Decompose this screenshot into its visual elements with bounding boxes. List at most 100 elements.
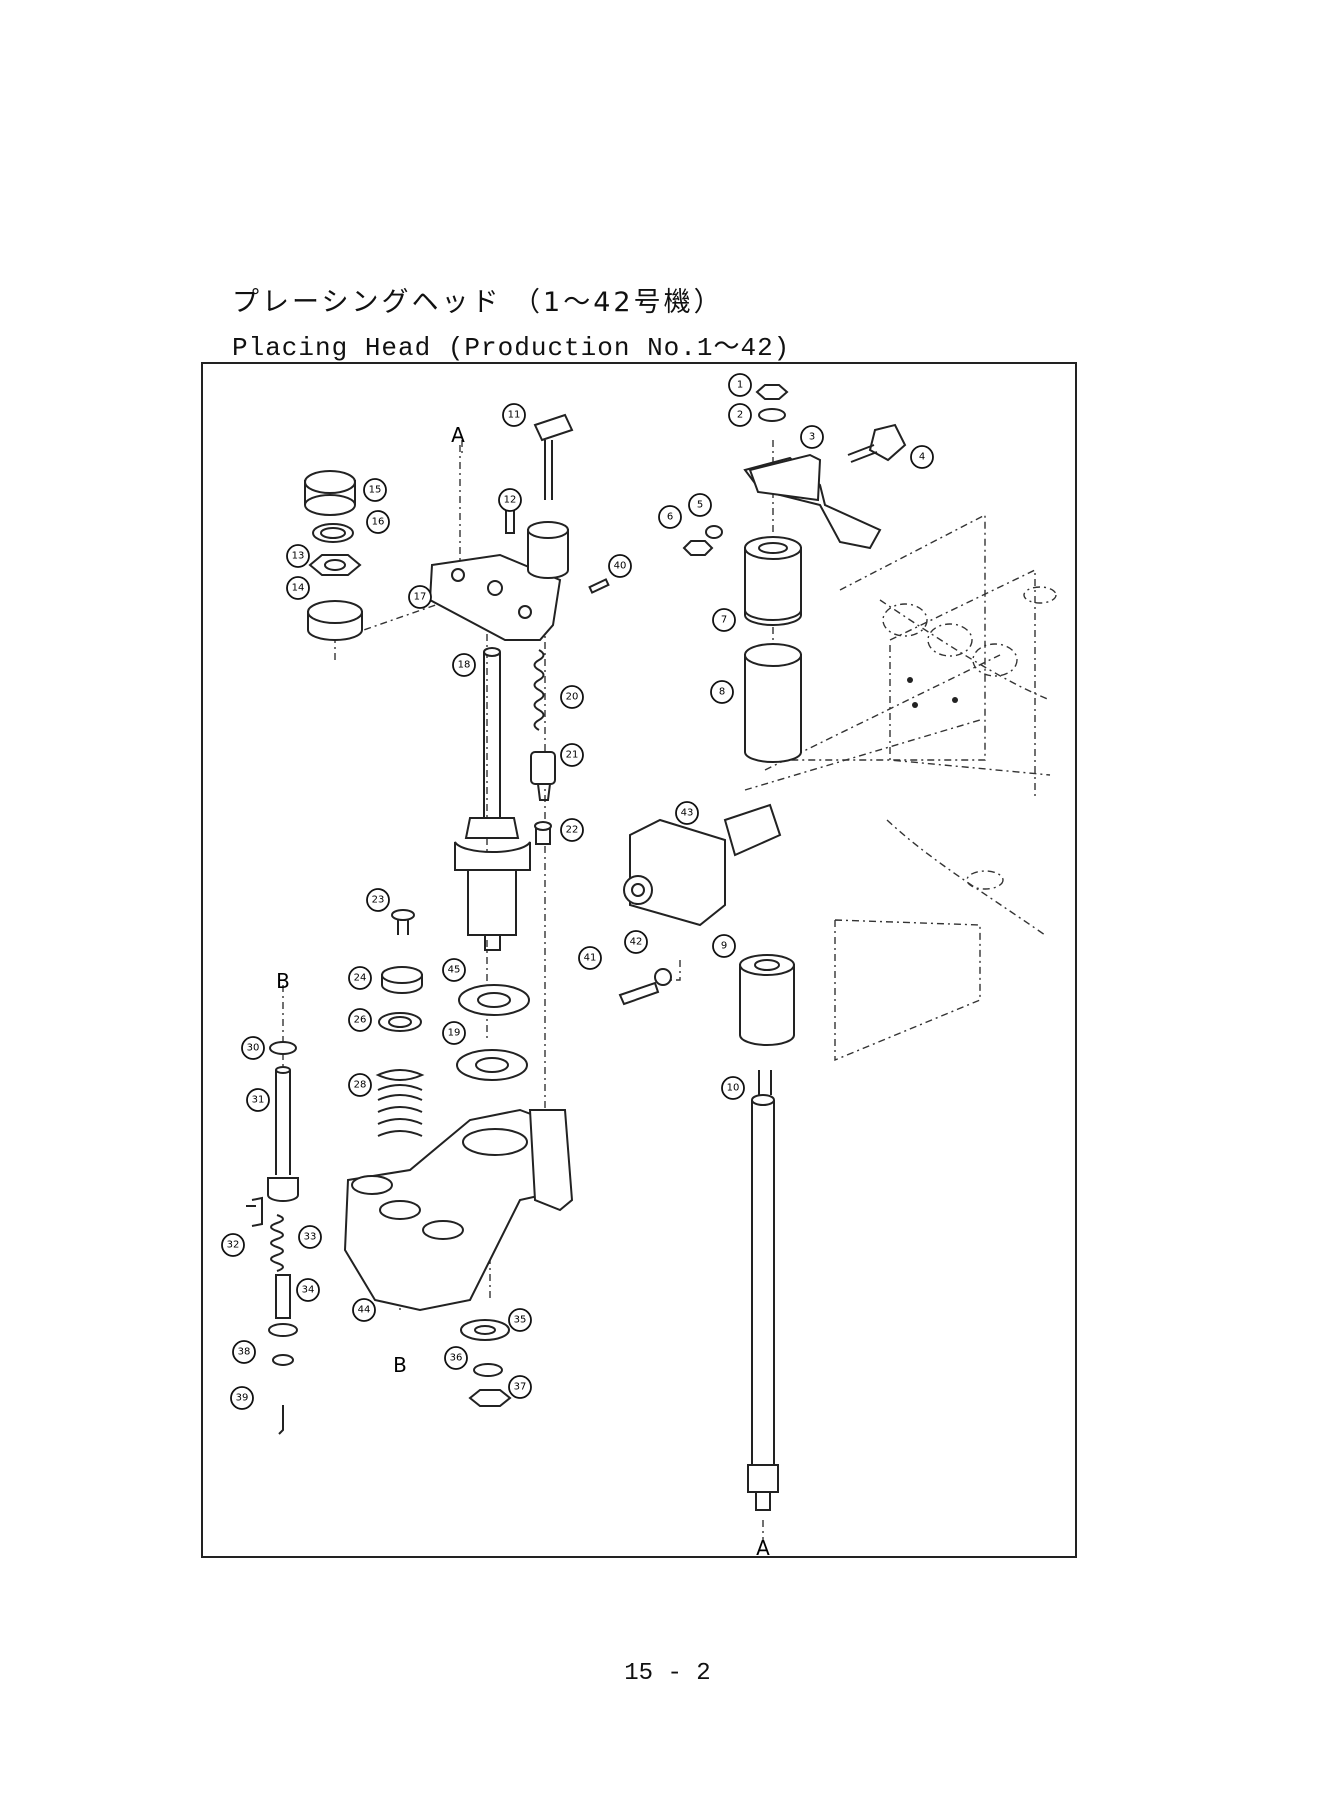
- callout-number: 4: [919, 452, 925, 463]
- part-sleeve-14: [308, 601, 362, 640]
- part-screw-41: [620, 983, 658, 1004]
- part-bolt-4: [848, 425, 905, 462]
- part-pin-21: [531, 752, 555, 800]
- callout-number: 21: [566, 750, 579, 761]
- callout-37: 37: [509, 1376, 531, 1398]
- callout-23: 23: [367, 889, 389, 911]
- callout-number: 45: [448, 965, 461, 976]
- part-nut-6: [684, 541, 712, 555]
- reference-mark-b-bottom: B: [393, 1353, 407, 1377]
- part-cylinder-16: [528, 522, 568, 578]
- callout-number: 34: [302, 1285, 315, 1296]
- callout-number: 23: [372, 895, 385, 906]
- callout-44: 44: [353, 1299, 375, 1321]
- callout-number: 6: [667, 512, 673, 523]
- part-nut-37: [470, 1390, 510, 1406]
- callout-21: 21: [561, 744, 583, 766]
- callout-number: 37: [514, 1382, 527, 1393]
- callout-number: 5: [697, 500, 703, 511]
- callout-17: 17: [409, 586, 431, 608]
- part-arm-43: [624, 805, 780, 925]
- part-head-body-44: [345, 1110, 572, 1310]
- callout-8: 8: [711, 681, 733, 703]
- callout-38: 38: [233, 1341, 255, 1363]
- part-washer-38: [273, 1355, 293, 1365]
- callout-35: 35: [509, 1309, 531, 1331]
- part-ring-45: [459, 985, 529, 1015]
- part-bushing-7: [745, 537, 801, 625]
- callout-number: 18: [458, 660, 471, 671]
- callout-number: 36: [450, 1353, 463, 1364]
- callout-39: 39: [231, 1387, 253, 1409]
- reference-mark-b-top: B: [276, 969, 290, 993]
- part-sleeve-8: [745, 644, 801, 762]
- part-washer-5: [706, 526, 722, 538]
- callout-12: 12: [499, 489, 521, 511]
- part-pin-39: [279, 1405, 283, 1434]
- part-spring-28: [378, 1070, 422, 1136]
- part-clip-32: [246, 1198, 262, 1226]
- callout-5: 5: [689, 494, 711, 516]
- callout-number: 22: [566, 825, 579, 836]
- callout-number: 35: [514, 1315, 527, 1326]
- callout-41: 41: [579, 947, 601, 969]
- callout-3: 3: [801, 426, 823, 448]
- callout-34: 34: [297, 1279, 319, 1301]
- callout-11: 11: [503, 404, 525, 426]
- callout-19: 19: [443, 1022, 465, 1044]
- part-washer-30: [270, 1042, 296, 1054]
- callout-number: 10: [727, 1083, 740, 1094]
- callout-number: 43: [681, 808, 694, 819]
- part-spring-20: [535, 650, 544, 730]
- callout-43: 43: [676, 802, 698, 824]
- part-pin-11: [535, 415, 572, 500]
- callout-45: 45: [443, 959, 465, 981]
- callout-number: 40: [614, 561, 627, 572]
- callout-number: 42: [630, 937, 643, 948]
- part-shaft-18: [455, 648, 530, 950]
- callout-31: 31: [247, 1089, 269, 1111]
- callout-number: 9: [721, 941, 727, 952]
- callout-number: 13: [292, 551, 305, 562]
- callout-number: 32: [227, 1240, 240, 1251]
- callout-36: 36: [445, 1347, 467, 1369]
- part-bearing-26: [379, 1013, 421, 1031]
- callout-number: 1: [737, 380, 743, 391]
- part-screw-23: [392, 910, 414, 935]
- callout-number: 39: [236, 1393, 249, 1404]
- callout-18: 18: [453, 654, 475, 676]
- part-nut-1: [757, 385, 787, 399]
- callout-number: 19: [448, 1028, 461, 1039]
- turret-body: [880, 570, 1056, 889]
- callout-4: 4: [911, 446, 933, 468]
- part-pin-22: [535, 822, 551, 844]
- part-washer-16: [313, 524, 353, 542]
- callout-13: 13: [287, 545, 309, 567]
- callout-number: 17: [414, 592, 427, 603]
- callout-number: 14: [292, 583, 305, 594]
- callout-22: 22: [561, 819, 583, 841]
- callout-number: 20: [566, 692, 579, 703]
- part-rod-31: [268, 1067, 298, 1201]
- reference-mark-a-top: A: [451, 423, 465, 447]
- callout-number: 33: [304, 1232, 317, 1243]
- part-spring-33: [271, 1215, 283, 1271]
- callout-14: 14: [287, 577, 309, 599]
- part-bushing-9: [740, 955, 794, 1045]
- callout-number: 30: [247, 1043, 260, 1054]
- callout-number: 24: [354, 973, 367, 984]
- callout-20: 20: [561, 686, 583, 708]
- callout-number: 16: [372, 517, 385, 528]
- part-ring-19: [457, 1050, 527, 1080]
- callout-6: 6: [659, 506, 681, 528]
- callout-number: 11: [508, 410, 521, 421]
- part-sleeve-15: [305, 471, 355, 515]
- part-rod-10: [748, 1070, 778, 1510]
- part-washer-36: [474, 1364, 502, 1376]
- callout-number: 15: [369, 485, 382, 496]
- part-washer-42: [655, 969, 671, 985]
- part-pin-34: [269, 1275, 297, 1336]
- callout-15: 15: [364, 479, 386, 501]
- part-washer-35: [461, 1320, 509, 1340]
